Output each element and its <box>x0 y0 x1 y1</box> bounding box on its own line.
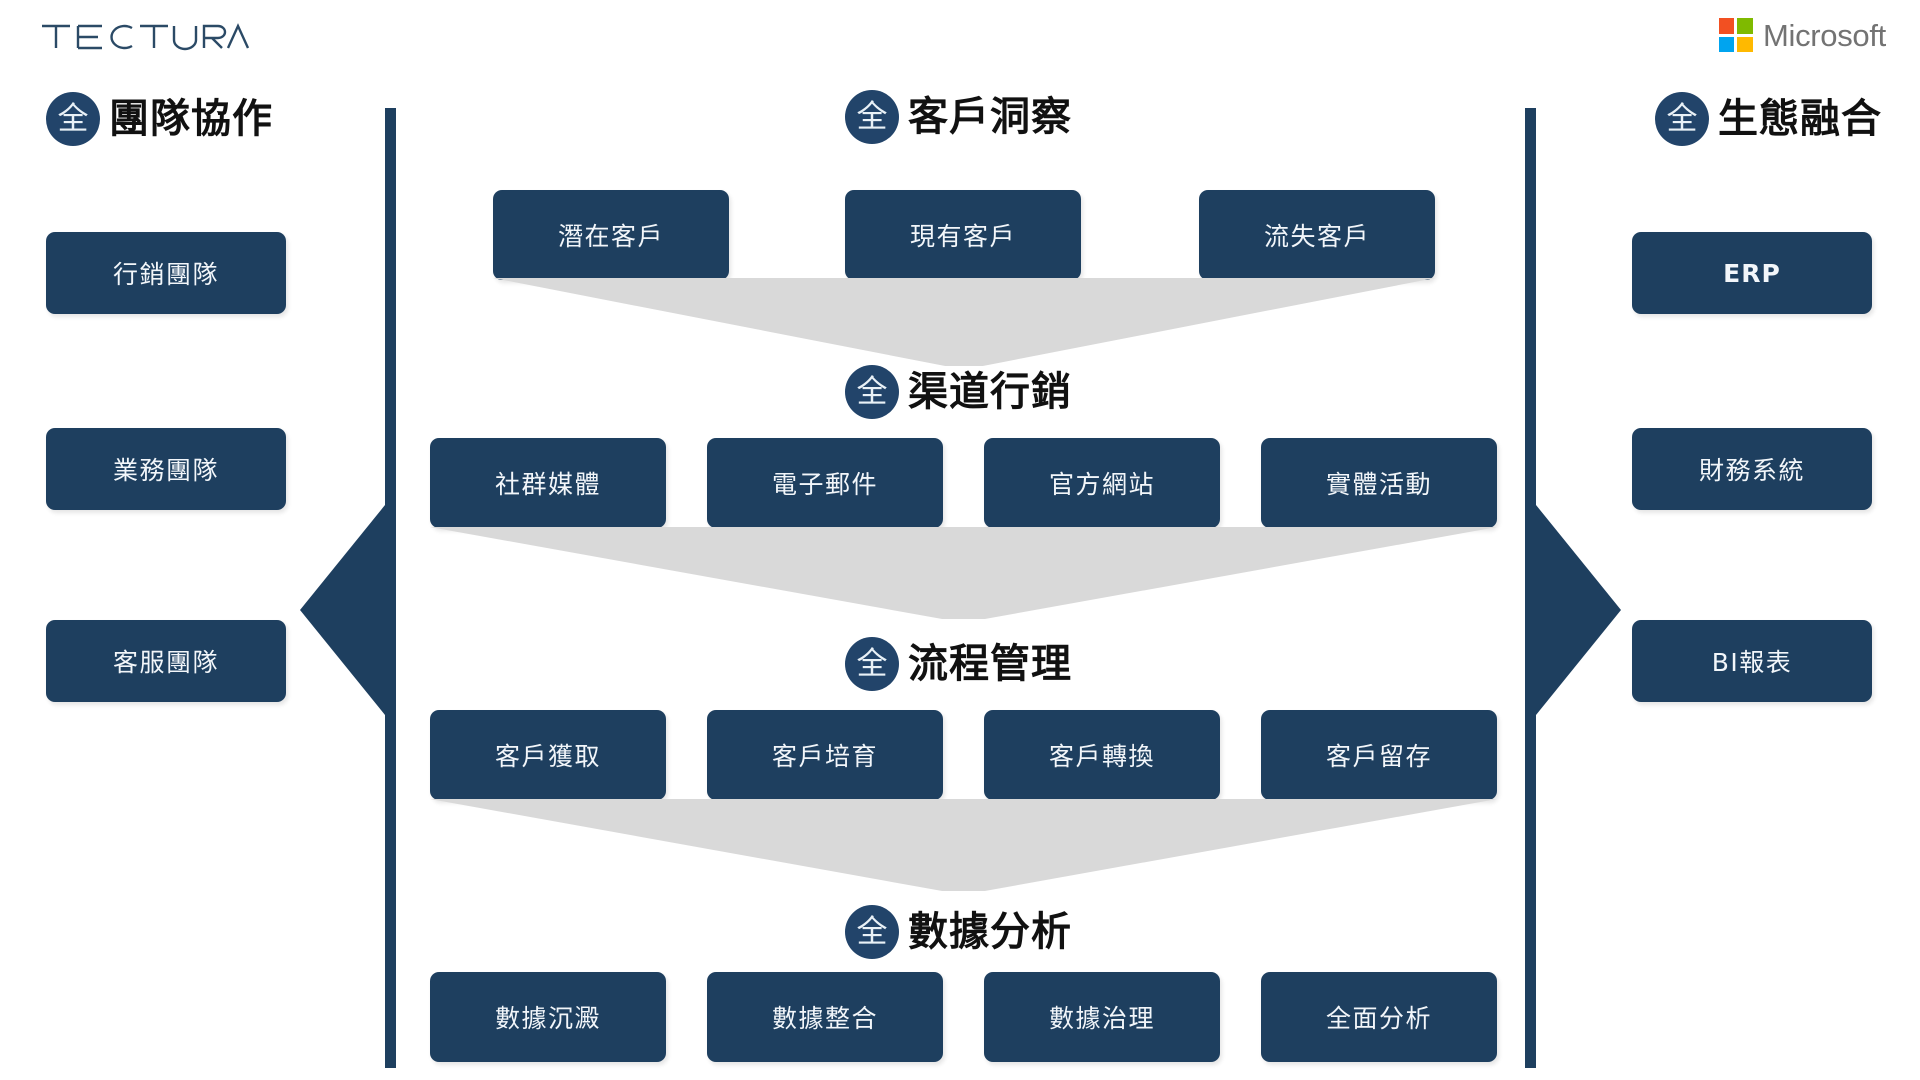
node-social-media[interactable]: 社群媒體 <box>430 438 666 528</box>
microsoft-wordmark: Microsoft <box>1762 17 1886 53</box>
section-heading-data-analysis: 全 數據分析 <box>845 905 1072 959</box>
section-badge-icon: 全 <box>1655 92 1709 146</box>
section-title-text: 生態融合 <box>1718 96 1882 142</box>
section-heading-customer-insight: 全 客戶洞察 <box>845 90 1072 144</box>
node-service-team[interactable]: 客服團隊 <box>46 620 286 702</box>
section-title-text: 流程管理 <box>908 641 1072 687</box>
section-badge-icon: 全 <box>845 637 899 691</box>
ms-square-blue <box>1718 36 1735 52</box>
tectura-logo <box>40 18 250 54</box>
section-badge-icon: 全 <box>845 365 899 419</box>
section-badge-icon: 全 <box>46 92 100 146</box>
node-potential-customer[interactable]: 潛在客戶 <box>493 190 729 280</box>
right-arrow-icon <box>1536 505 1621 715</box>
section-heading-team-collaboration: 全 團隊協作 <box>46 92 273 146</box>
right-rail-divider <box>1525 108 1536 1068</box>
left-arrow-icon <box>300 505 385 715</box>
node-sales-team[interactable]: 業務團隊 <box>46 428 286 510</box>
section-title-text: 客戶洞察 <box>908 94 1072 140</box>
section-badge-icon: 全 <box>845 905 899 959</box>
section-badge-icon: 全 <box>845 90 899 144</box>
node-customer-conversion[interactable]: 客戶轉換 <box>984 710 1220 800</box>
ms-square-yellow <box>1737 36 1753 52</box>
node-marketing-team[interactable]: 行銷團隊 <box>46 232 286 314</box>
node-customer-acquisition[interactable]: 客戶獲取 <box>430 710 666 800</box>
section-heading-ecosystem: 全 生態融合 <box>1655 92 1882 146</box>
microsoft-squares-icon <box>1718 18 1753 52</box>
section-title-text: 渠道行銷 <box>908 369 1072 415</box>
node-erp[interactable]: ERP <box>1632 232 1872 314</box>
section-heading-process-management: 全 流程管理 <box>845 637 1072 691</box>
left-rail-divider <box>385 108 396 1068</box>
node-data-accumulation[interactable]: 數據沉澱 <box>430 972 666 1062</box>
node-customer-retention[interactable]: 客戶留存 <box>1261 710 1497 800</box>
funnel-connector-1 <box>493 278 1435 366</box>
node-offline-event[interactable]: 實體活動 <box>1261 438 1497 528</box>
section-title-text: 數據分析 <box>908 909 1072 955</box>
node-official-website[interactable]: 官方網站 <box>984 438 1220 528</box>
node-customer-nurturing[interactable]: 客戶培育 <box>707 710 943 800</box>
ms-square-green <box>1737 18 1753 34</box>
node-data-integration[interactable]: 數據整合 <box>707 972 943 1062</box>
funnel-connector-2 <box>430 527 1497 619</box>
node-churned-customer[interactable]: 流失客戶 <box>1199 190 1435 280</box>
funnel-connector-3 <box>430 799 1497 891</box>
microsoft-logo: Microsoft <box>1718 14 1886 56</box>
node-finance-system[interactable]: 財務系統 <box>1632 428 1872 510</box>
node-bi-report[interactable]: BI報表 <box>1632 620 1872 702</box>
section-heading-channel-marketing: 全 渠道行銷 <box>845 365 1072 419</box>
node-email[interactable]: 電子郵件 <box>707 438 943 528</box>
node-existing-customer[interactable]: 現有客戶 <box>845 190 1081 280</box>
node-comprehensive-analysis[interactable]: 全面分析 <box>1261 972 1497 1062</box>
ms-square-red <box>1718 18 1735 34</box>
node-data-governance[interactable]: 數據治理 <box>984 972 1220 1062</box>
section-title-text: 團隊協作 <box>109 96 273 142</box>
tectura-logo-mark <box>42 23 250 51</box>
